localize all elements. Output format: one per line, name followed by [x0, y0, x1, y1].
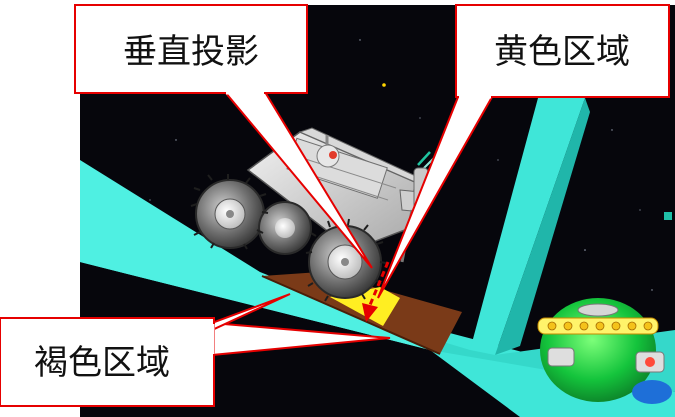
brown-region-edge: [261, 275, 441, 355]
callout-yellow-region-label: 黄色区域: [494, 32, 630, 72]
track-wall-side: [495, 98, 590, 355]
callout-brown-region: 褐色区域: [0, 293, 391, 407]
callout-vertical-projection: 垂直投影: [74, 4, 373, 269]
lander-sphere-illustration: [537, 298, 672, 404]
star-yellow: [382, 83, 386, 87]
callout-vertical-projection-label: 垂直投影: [123, 32, 259, 72]
callout-yellow-region: 黄色区域: [377, 4, 670, 299]
track-wall-front: [470, 98, 585, 355]
distant-marker: [664, 212, 672, 220]
projection-arrow: [362, 261, 390, 322]
callout-brown-region-label: 褐色区域: [34, 343, 170, 383]
